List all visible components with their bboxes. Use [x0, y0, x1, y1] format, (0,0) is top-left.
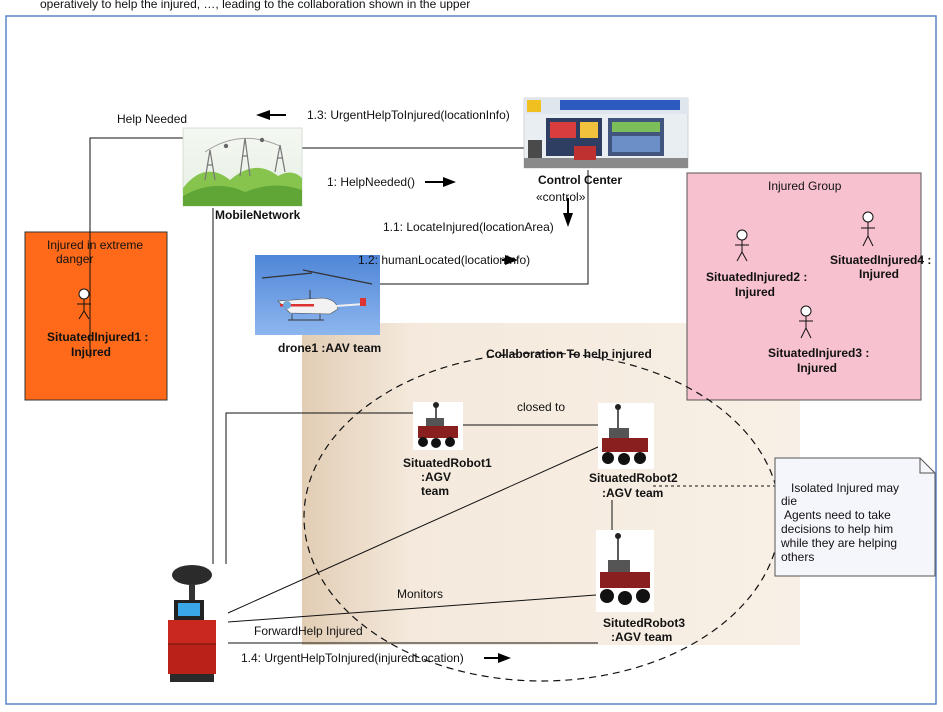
robot2-label-2: :AGV team [602, 486, 663, 500]
msg-closed-to: closed to [517, 400, 565, 414]
header-text: operatively to help the injured, …, lead… [40, 0, 470, 11]
actor-injured3-label-2: Injured [797, 361, 837, 375]
robot1-image [413, 402, 463, 450]
ground-robot-image [158, 564, 228, 686]
actor-injured2-icon [735, 229, 749, 262]
arrow-right-1 [425, 177, 456, 187]
msg-monitors: Monitors [397, 587, 443, 601]
frame-border [5, 15, 937, 705]
control-center-image [523, 97, 689, 169]
msg-11: 1.1: LocateInjured(locationArea) [383, 220, 554, 234]
robot1-label-3: team [421, 484, 449, 498]
mobile-network-image [182, 127, 303, 207]
injured-group-box [686, 172, 922, 401]
msg-13: 1.3: UrgentHelpToInjured(locationInfo) [307, 108, 510, 122]
note-line-1: Isolated Injured may [791, 481, 899, 495]
msg-14: 1.4: UrgentHelpToInjured(injuredLocation… [241, 651, 464, 665]
robot2-image [598, 403, 654, 469]
actor-injured4-label-2: Injured [859, 267, 899, 281]
robot2-label-1: SituatedRobot2 [589, 471, 678, 485]
arrow-right-12 [502, 255, 518, 265]
injured-group-title: Injured Group [768, 179, 842, 193]
actor-injured4-icon [861, 211, 875, 247]
extreme-danger-box [24, 231, 168, 401]
actor-injured2-label-2: Injured [735, 285, 775, 299]
control-center-label: Control Center [538, 173, 622, 187]
msg-1: 1: HelpNeeded() [327, 175, 415, 189]
actor-injured3-icon [799, 305, 813, 339]
message-arrows [256, 110, 573, 663]
actor-injured1-icon [77, 288, 91, 320]
actor-injured4-label-1: SituatedInjured4 : [830, 253, 931, 267]
drone-image [255, 255, 380, 335]
collaboration-title: Collaboration To help injured [486, 347, 652, 361]
extreme-danger-title-1: Injured in extreme [47, 238, 143, 252]
drone-label: drone1 :AAV team [278, 341, 381, 355]
robot3-label-2: :AGV team [611, 630, 672, 644]
connection-lines [89, 137, 775, 644]
note-shape [774, 457, 936, 577]
actor-injured3-label-1: SituatedInjured3 : [768, 346, 869, 360]
mobile-network-label: MobileNetwork [215, 208, 301, 222]
msg-forward: ForwardHelp Injured [254, 624, 363, 638]
msg-12: 1.2: humanLocated(locationInfo) [358, 253, 530, 267]
note-line-4: decisions to help him [781, 522, 893, 536]
note-line-3: Agents need to take [784, 508, 891, 522]
robot3-image [596, 530, 654, 612]
note-line-5: while they are helping [780, 536, 897, 550]
arrow-right-14 [484, 653, 511, 663]
note-line-6: others [781, 550, 814, 564]
extreme-danger-title-2: danger [56, 252, 93, 266]
robot1-label-2: :AGV [421, 470, 451, 484]
note-line-2: die [781, 494, 797, 508]
msg-control: «control» [536, 190, 586, 204]
actor-injured1-label-1: SituatedInjured1 : [47, 330, 148, 344]
help-needed-label: Help Needed [117, 112, 187, 126]
robot1-label-1: SituatedRobot1 [403, 456, 492, 470]
robot3-label-1: SitutedRobot3 [603, 616, 685, 630]
arrow-down-11 [563, 198, 573, 227]
actor-injured2-label-1: SituatedInjured2 : [706, 270, 807, 284]
arrow-left-13 [256, 110, 286, 120]
actor-injured1-label-2: Injured [71, 345, 111, 359]
